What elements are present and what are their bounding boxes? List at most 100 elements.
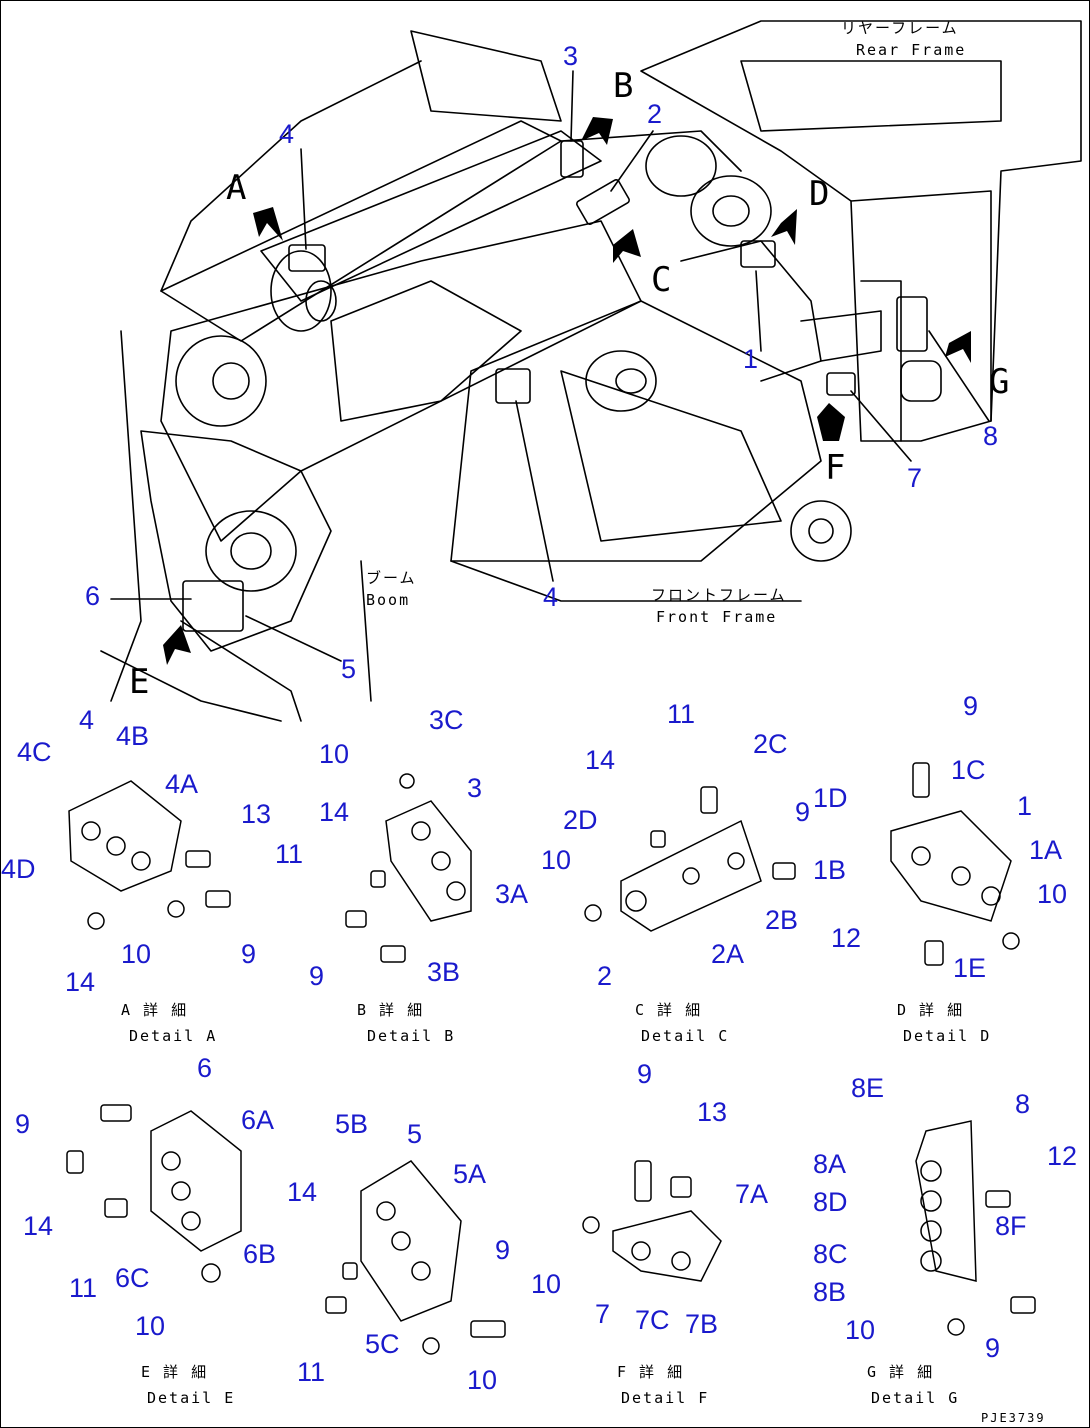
- detail-a-label: 4A: [165, 769, 199, 799]
- detail-a-label: 10: [121, 939, 152, 969]
- arrow-label-f: F: [825, 448, 846, 488]
- detail-g-label: 8F: [995, 1211, 1027, 1241]
- callout-8: 8: [983, 421, 999, 451]
- detail-f-caption-jp: F 詳 細: [617, 1363, 685, 1381]
- arrow-label-d: D: [809, 174, 830, 214]
- boom-label-en: Boom: [366, 591, 411, 609]
- detail-c-label: 9: [795, 797, 811, 827]
- detail-b-label: 10: [319, 739, 350, 769]
- detail-g-caption-jp: G 詳 細: [867, 1363, 935, 1381]
- boom-label-jp: ブーム: [366, 569, 417, 587]
- detail-b-label: 3B: [427, 957, 461, 987]
- detail-e5-label: 5C: [365, 1329, 400, 1359]
- detail-e5-label: 5B: [335, 1109, 369, 1139]
- detail-b-label: 14: [319, 797, 350, 827]
- detail-d-label: 10: [1037, 879, 1068, 909]
- detail-d-label: 1A: [1029, 835, 1063, 865]
- detail-b-label: 9: [309, 961, 325, 991]
- detail-f-label: 7C: [635, 1305, 670, 1335]
- detail-a-label: 13: [241, 799, 272, 829]
- detail-e5-label: 5A: [453, 1159, 487, 1189]
- detail-e5-label: 14: [287, 1177, 318, 1207]
- detail-g-label: 12: [1047, 1141, 1078, 1171]
- detail-f-caption-en: Detail F: [621, 1389, 710, 1407]
- detail-c-label: 11: [667, 699, 696, 729]
- rear-frame-label-en: Rear Frame: [856, 41, 967, 59]
- detail-e6-label: 10: [135, 1311, 166, 1341]
- detail-e6-label: 6: [197, 1053, 213, 1083]
- detail-a-label: 9: [241, 939, 257, 969]
- detail-c-label: 2D: [563, 805, 598, 835]
- detail-a-label: 14: [65, 967, 96, 997]
- detail-c-caption-jp: C 詳 細: [635, 1001, 703, 1019]
- detail-g-label: 8E: [851, 1073, 885, 1103]
- detail-f-label: 7: [595, 1299, 611, 1329]
- detail-c-label: 10: [541, 845, 572, 875]
- detail-c-caption-en: Detail C: [641, 1027, 730, 1045]
- detail-e6-label: 9: [15, 1109, 31, 1139]
- callout-5: 5: [341, 654, 357, 684]
- detail-b-label: 3A: [495, 879, 529, 909]
- detail-d-label: 9: [963, 691, 979, 721]
- detail-a-label: 4D: [1, 854, 36, 884]
- detail-e5-label: 11: [297, 1357, 326, 1387]
- detail-c-label: 2B: [765, 905, 799, 935]
- detail-c-label: 2: [597, 961, 613, 991]
- detail-e5-label: 10: [467, 1365, 498, 1395]
- callout-2: 2: [647, 99, 663, 129]
- detail-d-label: 1: [1017, 791, 1033, 821]
- arrow-label-a: A: [226, 168, 247, 208]
- detail-d-label: 12: [831, 923, 862, 953]
- detail-f-label: 7A: [735, 1179, 769, 1209]
- callout-3: 3: [563, 41, 579, 71]
- arrow-label-e: E: [129, 662, 150, 702]
- callout-4-lower: 4: [543, 582, 559, 612]
- detail-f-label: 10: [531, 1269, 562, 1299]
- arrow-label-g: G: [989, 362, 1010, 402]
- detail-f-label: 7B: [685, 1309, 719, 1339]
- detail-g-label: 8C: [813, 1239, 848, 1269]
- detail-e-caption-en: Detail E: [147, 1389, 236, 1407]
- detail-d-caption-jp: D 詳 細: [897, 1001, 965, 1019]
- detail-e5-label: 5: [407, 1119, 423, 1149]
- detail-g-label: 8D: [813, 1187, 848, 1217]
- arrow-label-b: B: [613, 66, 634, 106]
- front-frame-label-jp: フロントフレーム: [651, 586, 787, 604]
- detail-e6-label: 14: [23, 1211, 54, 1241]
- detail-a-caption-en: Detail A: [129, 1027, 218, 1045]
- front-frame-label-en: Front Frame: [656, 608, 778, 626]
- arrow-label-c: C: [651, 260, 672, 300]
- detail-c-label: 2A: [711, 939, 745, 969]
- detail-e-caption-jp: E 詳 細: [141, 1363, 209, 1381]
- detail-d-label: 1E: [953, 953, 987, 983]
- detail-g-label: 8A: [813, 1149, 847, 1179]
- detail-f-label: 9: [637, 1059, 653, 1089]
- detail-g-caption-en: Detail G: [871, 1389, 960, 1407]
- callout-4-upper: 4: [279, 119, 295, 149]
- detail-d-label: 1B: [813, 855, 847, 885]
- detail-g-label: 9: [985, 1333, 1001, 1363]
- callout-1: 1: [743, 344, 759, 374]
- detail-a-label: 4: [79, 705, 95, 735]
- rear-frame-label-jp: リヤーフレーム: [841, 19, 959, 37]
- detail-g-label: 8B: [813, 1277, 847, 1307]
- detail-g-label: 10: [845, 1315, 876, 1345]
- detail-a-label: 4C: [17, 737, 52, 767]
- detail-e5-label: 9: [495, 1235, 511, 1265]
- detail-a-caption-jp: A 詳 細: [121, 1001, 189, 1019]
- detail-e6-label: 6B: [243, 1239, 277, 1269]
- callout-7: 7: [907, 463, 923, 493]
- detail-e6-label: 11: [69, 1273, 98, 1303]
- detail-d-label: 1C: [951, 755, 986, 785]
- detail-e6-label: 6A: [241, 1105, 275, 1135]
- detail-b-label: 3C: [429, 705, 464, 735]
- callout-6: 6: [85, 581, 101, 611]
- detail-c-label: 2C: [753, 729, 788, 759]
- detail-e6-label: 6C: [115, 1263, 150, 1293]
- detail-d-label: 1D: [813, 783, 848, 813]
- drawing-code: PJE3739: [981, 1411, 1046, 1425]
- detail-b-label: 3: [467, 773, 483, 803]
- detail-g-label: 8: [1015, 1089, 1031, 1119]
- detail-f-label: 13: [697, 1097, 728, 1127]
